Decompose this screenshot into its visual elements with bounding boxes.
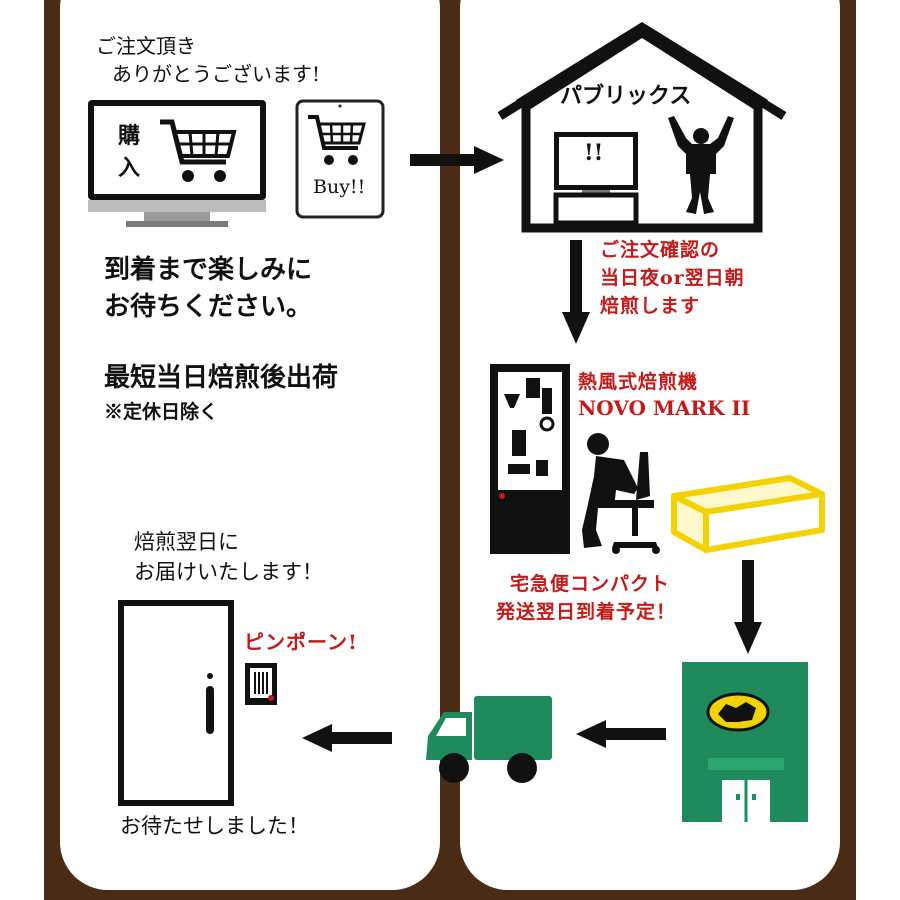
wait-line-2: お待ちください。 — [104, 292, 313, 322]
delivery-line-1: 焙煎翌日に — [134, 530, 239, 554]
monitor-text-1: 購 — [118, 123, 141, 149]
arrow-down-icon — [562, 240, 590, 344]
holiday-note: ※定休日除く — [104, 401, 219, 423]
tv-on-stand-icon — [553, 132, 639, 226]
thanks-line-2: ありがとうございます! — [112, 62, 321, 86]
house-icon — [497, 22, 787, 233]
arrow-left-icon-2 — [302, 724, 392, 752]
arrow-down-icon-2 — [734, 560, 762, 654]
roast-timing-3: 焙煎します — [600, 295, 701, 317]
cheering-person-icon — [668, 116, 734, 214]
delivery-line-2: お届けいたします！ — [134, 560, 323, 584]
shipping-note-2: 発送翌日到着予定！ — [496, 601, 677, 623]
wait-line-1: 到着まで楽しみに — [104, 255, 313, 285]
seated-person-icon — [582, 433, 660, 554]
roast-timing-1: ご注文確認の — [600, 239, 721, 261]
doorbell-text: ピンポーン! — [244, 630, 358, 654]
intercom-icon — [245, 663, 277, 705]
shopping-cart-icon — [160, 119, 237, 182]
tablet-text: Buy!! — [313, 176, 366, 198]
door-icon — [118, 600, 234, 806]
shop-name: パブリックス — [560, 83, 692, 109]
ship-message: 最短当日焙煎後出荷 — [104, 363, 339, 393]
screen-text: !! — [584, 140, 604, 166]
thanks-line-1: ご注文頂き — [96, 34, 196, 58]
roaster-machine-icon — [490, 364, 570, 554]
arrow-right-icon — [410, 146, 504, 174]
roaster-name-2: NOVO MARK II — [578, 396, 751, 420]
roast-timing-2: 当日夜or翌日朝 — [600, 267, 745, 289]
delivery-truck-icon — [426, 696, 552, 783]
tablet-cart-icon — [308, 115, 366, 165]
compact-box-icon — [671, 475, 825, 553]
shipping-note-1: 宅急便コンパクト — [510, 573, 671, 595]
delivery-store-icon — [682, 662, 808, 822]
arrow-left-icon — [576, 720, 666, 748]
arrived-text: お待たせしました！ — [120, 814, 309, 838]
roaster-name-1: 熱風式焙煎機 — [578, 371, 699, 393]
monitor-text-2: 入 — [118, 155, 141, 181]
